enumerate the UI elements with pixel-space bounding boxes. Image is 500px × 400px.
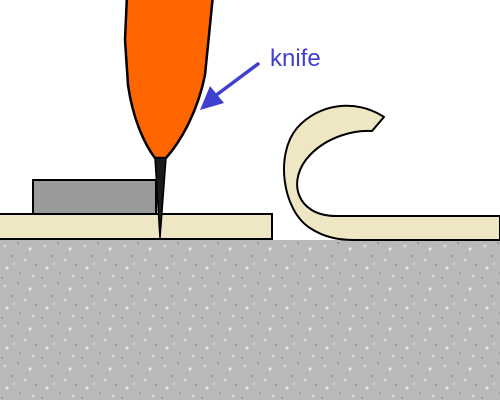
knife-blade bbox=[154, 157, 167, 239]
knife-label: knife bbox=[270, 45, 321, 72]
annotation-arrow bbox=[200, 62, 260, 110]
material-curl bbox=[283, 104, 500, 241]
knife-handle bbox=[123, 0, 214, 160]
weight-block bbox=[32, 179, 157, 215]
material-strip-left bbox=[0, 213, 273, 240]
cutting-surface bbox=[0, 240, 500, 400]
